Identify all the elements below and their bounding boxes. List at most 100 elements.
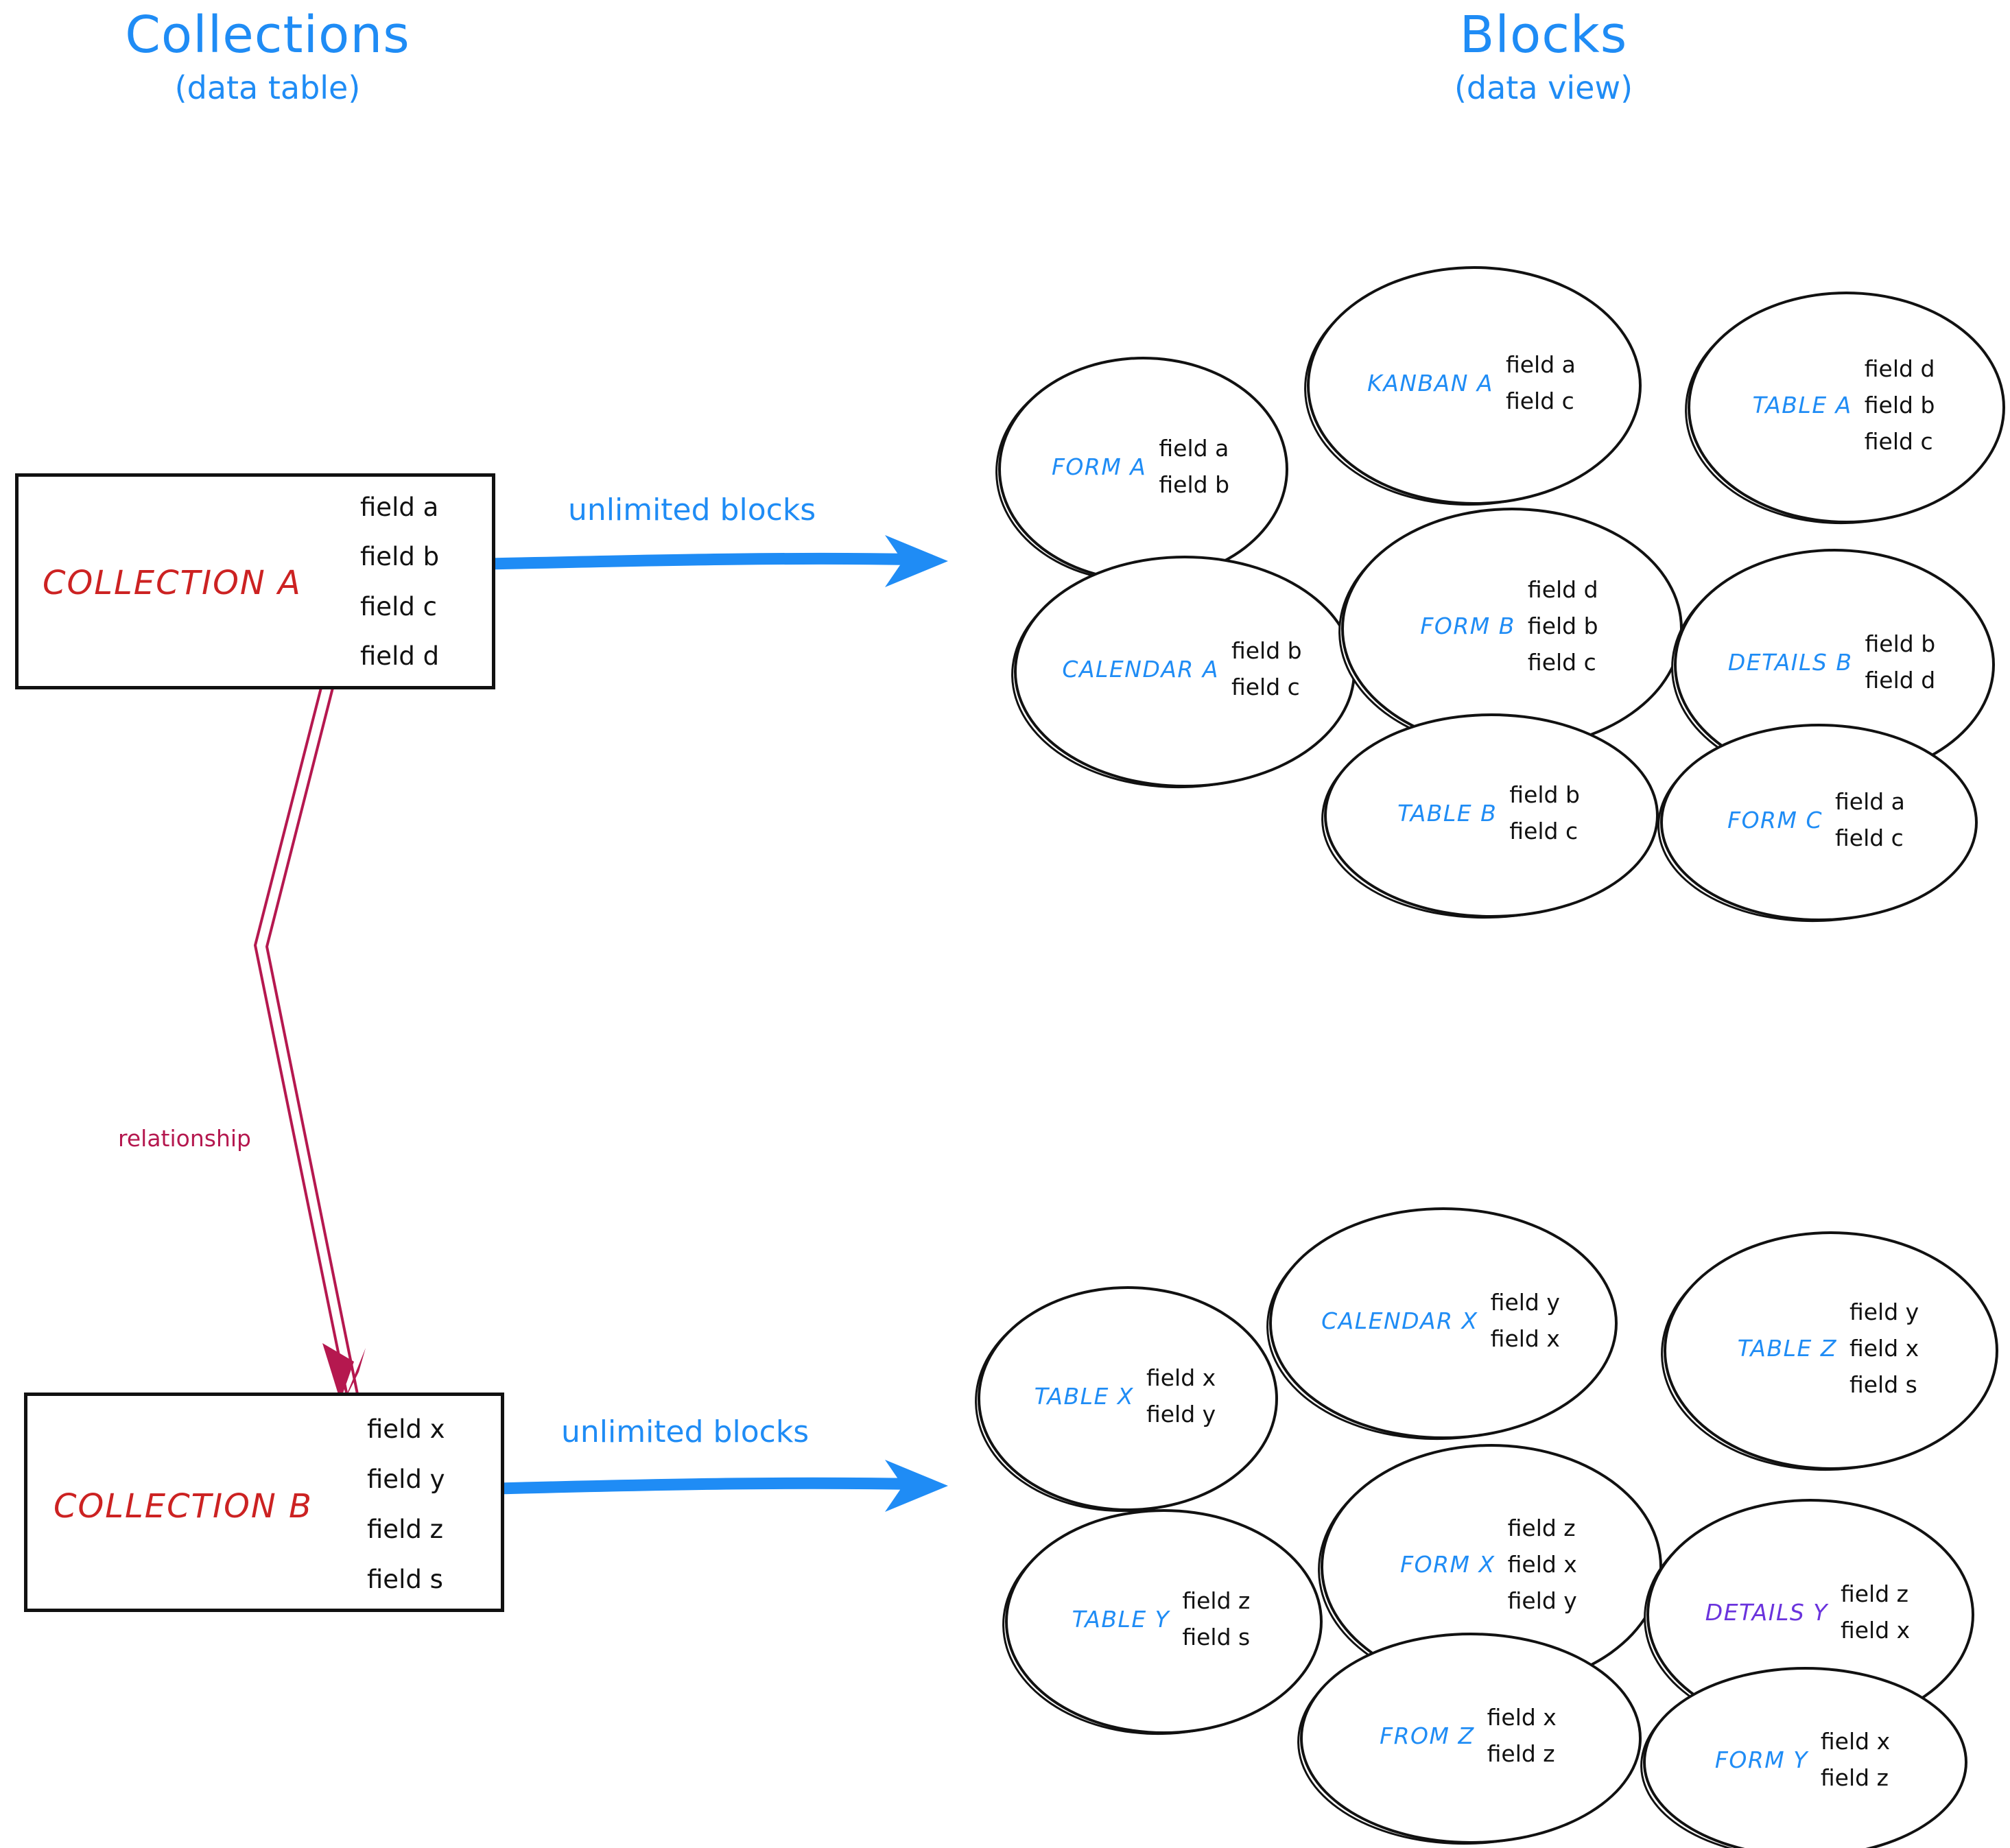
block-table-y[interactable]: TABLE Y field z field s: [1000, 1508, 1323, 1738]
collection-box-b[interactable]: [24, 1393, 504, 1612]
block-field: field b: [1231, 637, 1302, 664]
block-field: field c: [1834, 825, 1904, 851]
block-field: field x: [1507, 1550, 1577, 1578]
block-name: TABLE A: [1752, 391, 1852, 418]
ellipse-outline: [1664, 1231, 1998, 1470]
block-calendar-x[interactable]: CALENDAR X field y field x: [1264, 1206, 1618, 1443]
ellipse-outline: [1688, 292, 2005, 523]
block-field: field c: [1509, 818, 1579, 844]
block-form-c[interactable]: FORM C field a field c: [1655, 722, 1978, 925]
block-field: field d: [1865, 667, 1936, 694]
block-name: FORM A: [1051, 453, 1147, 480]
block-field: field x: [1820, 1728, 1891, 1755]
ellipse-outline: [1660, 724, 1978, 921]
block-field: field c: [1864, 427, 1933, 455]
ellipse-outline: [1324, 713, 1659, 918]
block-field: field b: [1509, 781, 1580, 808]
collection-a-field: field b: [360, 542, 440, 572]
block-name: DETAILS B: [1727, 648, 1853, 676]
block-form-a[interactable]: FORM A field a field b: [993, 356, 1288, 586]
block-fields: field b field c: [1509, 781, 1580, 844]
block-name: KANBAN A: [1367, 369, 1493, 396]
relationship-label: relationship: [118, 1125, 251, 1152]
collection-b-field: field z: [367, 1515, 444, 1544]
block-fields: field z field x: [1841, 1580, 1910, 1644]
collection-b-field: field x: [367, 1414, 445, 1444]
block-field: field x: [1490, 1325, 1560, 1352]
block-name: DETAILS Y: [1705, 1598, 1828, 1626]
block-table-b[interactable]: TABLE B field b field c: [1319, 712, 1659, 922]
block-name: TABLE Z: [1737, 1334, 1837, 1362]
block-fields: field a field c: [1835, 788, 1905, 851]
ellipse-outline: [1269, 1207, 1618, 1439]
ellipse-outline: [1014, 556, 1356, 787]
block-form-b[interactable]: FORM B field d field b field c: [1336, 506, 1683, 754]
block-field: field z: [1182, 1587, 1251, 1614]
block-table-a[interactable]: TABLE A field d field b field c: [1682, 290, 2005, 528]
block-calendar-a[interactable]: CALENDAR A field b field c: [1008, 554, 1356, 792]
block-from-z[interactable]: FROM Z field x field z: [1295, 1631, 1642, 1848]
block-field: field d: [1864, 355, 1935, 382]
block-field: field y: [1507, 1587, 1577, 1614]
block-field: field x: [1146, 1364, 1216, 1391]
block-name: TABLE X: [1034, 1382, 1134, 1410]
block-form-y[interactable]: FORM Y field x field z: [1638, 1666, 1967, 1848]
block-field: field z: [1507, 1514, 1576, 1541]
block-table-z[interactable]: TABLE Z field y field x field s: [1658, 1230, 1998, 1474]
block-field: field c: [1231, 674, 1300, 700]
collection-a-field: field d: [360, 641, 440, 671]
ellipse-outline: [1005, 1509, 1323, 1734]
block-name: TABLE B: [1397, 799, 1498, 827]
block-field: field a: [1505, 351, 1576, 378]
block-fields: field x field z: [1821, 1728, 1890, 1791]
block-name: TABLE Y: [1072, 1605, 1170, 1633]
block-fields: field x field y: [1146, 1364, 1216, 1428]
arrow-label-unlimited-blocks-b: unlimited blocks: [561, 1414, 809, 1449]
block-name: CALENDAR X: [1321, 1307, 1478, 1334]
ellipse-outline: [1307, 266, 1642, 505]
block-fields: field x field z: [1487, 1704, 1557, 1767]
block-name: FORM B: [1420, 613, 1515, 639]
collection-b-fields: field x field y field z field s: [367, 1414, 490, 1594]
block-fields: field b field c: [1231, 637, 1302, 700]
heading-collections-title: Collections: [125, 5, 410, 64]
collection-a-field: field c: [360, 591, 437, 621]
block-field: field y: [1146, 1401, 1216, 1428]
heading-blocks: Blocks (data view): [1324, 7, 1763, 106]
block-fields: field a field c: [1506, 351, 1576, 414]
block-kanban-a[interactable]: KANBAN A field a field c: [1301, 265, 1642, 509]
block-field: field b: [1527, 613, 1598, 639]
block-fields: field y field x: [1491, 1289, 1560, 1352]
block-field: field z: [1840, 1580, 1908, 1607]
collection-a-field: field a: [360, 493, 439, 522]
block-fields: field b field d: [1865, 630, 1936, 694]
heading-collections-subtitle: (data table): [174, 69, 361, 106]
block-field: field z: [1820, 1764, 1889, 1791]
block-field: field b: [1865, 630, 1936, 657]
block-field: field x: [1487, 1704, 1557, 1731]
block-table-x[interactable]: TABLE X field x field y: [972, 1285, 1278, 1515]
block-name: FORM Y: [1714, 1746, 1808, 1773]
block-field: field x: [1840, 1617, 1911, 1644]
block-field: field a: [1834, 788, 1905, 815]
block-name: FROM Z: [1380, 1722, 1475, 1749]
collection-b-name: COLLECTION B: [54, 1487, 313, 1526]
block-field: field z: [1487, 1740, 1555, 1767]
block-field: field a: [1159, 435, 1229, 462]
ellipse-outline: [1300, 1633, 1642, 1844]
collection-box-a[interactable]: [15, 473, 495, 689]
heading-collections: Collections (data table): [48, 7, 487, 106]
block-name: FORM X: [1400, 1550, 1495, 1578]
block-field: field c: [1505, 388, 1574, 414]
block-fields: field z field s: [1182, 1587, 1250, 1650]
arrow-unlimited-blocks-a: [482, 535, 948, 587]
block-fields: field d field b field c: [1528, 576, 1598, 676]
block-field: field c: [1527, 649, 1596, 676]
block-fields: field y field x field s: [1849, 1299, 1919, 1398]
collection-b-field: field s: [367, 1565, 443, 1594]
arrow-label-unlimited-blocks-a: unlimited blocks: [568, 493, 816, 528]
block-field: field b: [1159, 471, 1230, 498]
block-field: field y: [1849, 1298, 1919, 1325]
relationship-connector: [253, 682, 366, 1403]
